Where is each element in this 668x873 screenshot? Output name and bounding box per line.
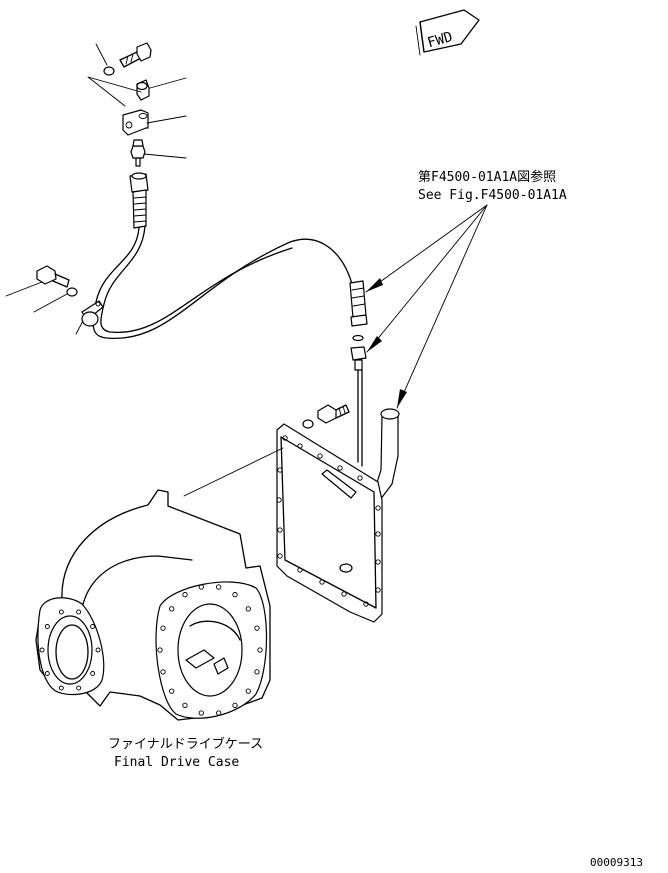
reference-note-jp: 第F4500-01A1A図参照 [418, 169, 556, 185]
case-flange-hole [90, 624, 96, 629]
final-drive-case [35, 489, 271, 721]
cover-bolt-hole [363, 601, 369, 607]
cover-washer [302, 419, 314, 429]
case-flange-hole [245, 688, 251, 694]
drawing-number: 00009313 [590, 856, 643, 868]
case-flange-hole [160, 625, 166, 631]
cover-bolt-hole [277, 553, 283, 559]
case-flange-holes [39, 584, 263, 716]
case-flange-hole [90, 671, 96, 676]
cover-bolt-hole [375, 505, 381, 511]
cover-bolt-hole [375, 587, 381, 593]
hose-fitting-upper [349, 280, 368, 327]
case-flange-hole [182, 702, 188, 709]
cover-bolt-hole [297, 567, 303, 573]
cover-leader [183, 447, 284, 497]
cover-bolt-hole [319, 579, 325, 585]
reference-arrows [365, 204, 488, 409]
case-flange-hole [76, 609, 82, 615]
final-drive-case-label-jp: ファイナルドライブケース [108, 736, 263, 752]
case-flange-hole [254, 625, 260, 631]
case-flange-hole [39, 647, 45, 653]
hose-fitting-lower [350, 334, 367, 467]
cover-bolt-hole [277, 467, 283, 473]
fwd-label: FWD [426, 29, 455, 51]
reference-note: 第F4500-01A1A図参照 See Fig.F4500-01A1A [418, 169, 567, 203]
case-flange-hole [232, 591, 238, 598]
cover-bolt-hole [357, 475, 363, 481]
case-flange-hole [232, 702, 238, 709]
case-flange-hole [157, 647, 163, 653]
case-flange-hole [95, 647, 101, 653]
cover-bolt-hole [317, 453, 323, 459]
top-bolt [119, 42, 152, 68]
top-washer [103, 66, 115, 76]
cover-bolt-hole [297, 443, 303, 449]
case-flange-hole [58, 609, 64, 615]
case-flange-hole [44, 671, 50, 676]
case-flange-hole [245, 606, 251, 612]
case-flange-hole [254, 669, 260, 675]
left-clip [81, 300, 104, 327]
case-flange-hole [257, 647, 263, 653]
reference-note-en: See Fig.F4500-01A1A [418, 188, 567, 203]
cover-bolt-hole [375, 559, 381, 565]
hose-end-fitting [129, 172, 149, 229]
cover-bolt-hole [276, 497, 282, 503]
case-flange-hole [169, 688, 175, 694]
case-flange-hole [76, 685, 82, 691]
filler-pipe [373, 408, 400, 501]
case-flange-hole [169, 606, 175, 612]
cover-bolt [317, 404, 350, 424]
cover-bolt-hole [375, 531, 381, 537]
left-washer [66, 287, 78, 297]
case-flange-hole [58, 685, 64, 691]
cover-bolt-hole [337, 465, 343, 471]
case-flange-hole [198, 584, 204, 590]
case-flange-hole [198, 710, 204, 716]
case-flange-hole [216, 584, 222, 590]
cover-bolt-hole [282, 435, 288, 441]
top-nut [136, 79, 150, 101]
cover-plate [276, 423, 383, 623]
case-flange-hole [44, 624, 50, 629]
cover-bolt-hole [277, 527, 283, 533]
left-bolt [36, 265, 70, 288]
left-leaders [5, 281, 84, 335]
cover-bolt-holes [276, 435, 381, 607]
elbow-fitting [130, 139, 146, 167]
fwd-arrow: FWD [415, 9, 480, 56]
hose-line [92, 225, 353, 340]
top-leaders [87, 43, 187, 159]
case-flange-hole [160, 669, 166, 675]
final-drive-case-label-en: Final Drive Case [114, 755, 239, 770]
case-flange-hole [182, 591, 188, 598]
hose-clip [122, 109, 149, 136]
cover-bolt-hole [341, 591, 347, 597]
case-flange-hole [216, 710, 222, 716]
